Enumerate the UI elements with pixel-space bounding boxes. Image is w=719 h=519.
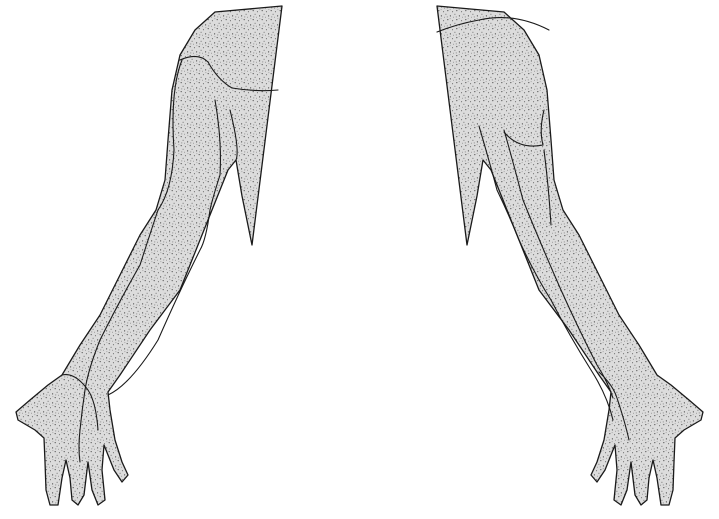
right-arm-view <box>437 6 703 505</box>
right-arm-outline <box>437 6 703 505</box>
left-arm-view <box>16 6 282 505</box>
left-arm-outline <box>16 6 282 505</box>
